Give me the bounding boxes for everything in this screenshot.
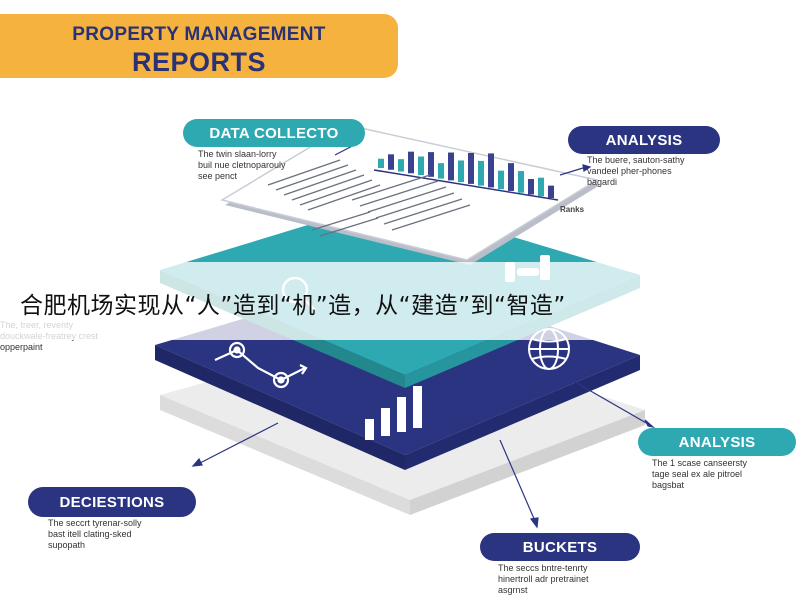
layer-bar: [381, 408, 390, 436]
title-banner: PROPERTY MANAGEMENT REPORTS: [0, 14, 398, 78]
report-bar: [548, 185, 554, 198]
report-bar-chart: [373, 151, 559, 201]
layer-bar: [397, 397, 406, 432]
analysis-top-description: The buere, sauton-sathy vandeel pher-pho…: [587, 155, 685, 187]
report-bar: [458, 160, 464, 183]
report-bar: [388, 154, 394, 170]
report-bar: [498, 170, 504, 190]
layer-bar: [413, 386, 422, 428]
report-document: Ranks: [220, 124, 600, 265]
data-collecto-description: The twin slaan-lorry buil nue cletnoparo…: [198, 149, 286, 181]
navy-layer-edge-right: [405, 355, 640, 470]
report-bar: [438, 163, 444, 179]
buckets-description: The seccs bntre-tenrty hinertroll adr pr…: [498, 563, 589, 595]
gears-trend-icon: [214, 341, 308, 389]
caption-overlay-text: 合肥机场实现从“人”造到“机”造，从“建造”到“智造”: [20, 293, 566, 319]
report-bar: [518, 171, 524, 193]
caption-overlay-band: [0, 262, 800, 340]
report-bar: [428, 152, 434, 177]
buckets-label: BUCKETS: [480, 533, 640, 561]
report-bar: [528, 179, 534, 195]
title-line-1: PROPERTY MANAGEMENT: [72, 24, 326, 45]
report-text-lines: [267, 159, 471, 237]
report-bar: [408, 151, 414, 174]
analysis-top-label: ANALYSIS: [568, 126, 720, 154]
report-bar: [398, 159, 404, 172]
layer-bar: [365, 419, 374, 440]
report-bar: [418, 156, 424, 176]
base-layer-edge-right: [410, 410, 645, 515]
deciestions-label: DECIESTIONS: [28, 487, 196, 517]
report-badge: Ranks: [560, 205, 585, 214]
title-line-2: REPORTS: [131, 47, 267, 77]
report-bar: [378, 158, 384, 168]
deciestions-description: The seccrt tyrenar-solly bast itell clat…: [48, 518, 142, 550]
bar-chart-icon: [365, 386, 422, 440]
report-chart-baseline: [373, 169, 559, 201]
analysis-right-description: The 1 scase canseersty tage seal ex ale …: [652, 458, 748, 490]
report-bar: [478, 160, 484, 186]
report-bar: [468, 152, 474, 184]
report-bar: [538, 177, 544, 197]
navy-layer-edge: [155, 345, 405, 470]
report-bar: [488, 153, 494, 188]
connector-arrows: [191, 141, 656, 529]
base-layer-edge: [160, 395, 410, 515]
report-bar: [508, 163, 514, 191]
report-bar: [448, 152, 454, 181]
analysis-right-label: ANALYSIS: [638, 428, 796, 456]
data-collecto-label: DATA COLLECTO: [183, 119, 365, 147]
